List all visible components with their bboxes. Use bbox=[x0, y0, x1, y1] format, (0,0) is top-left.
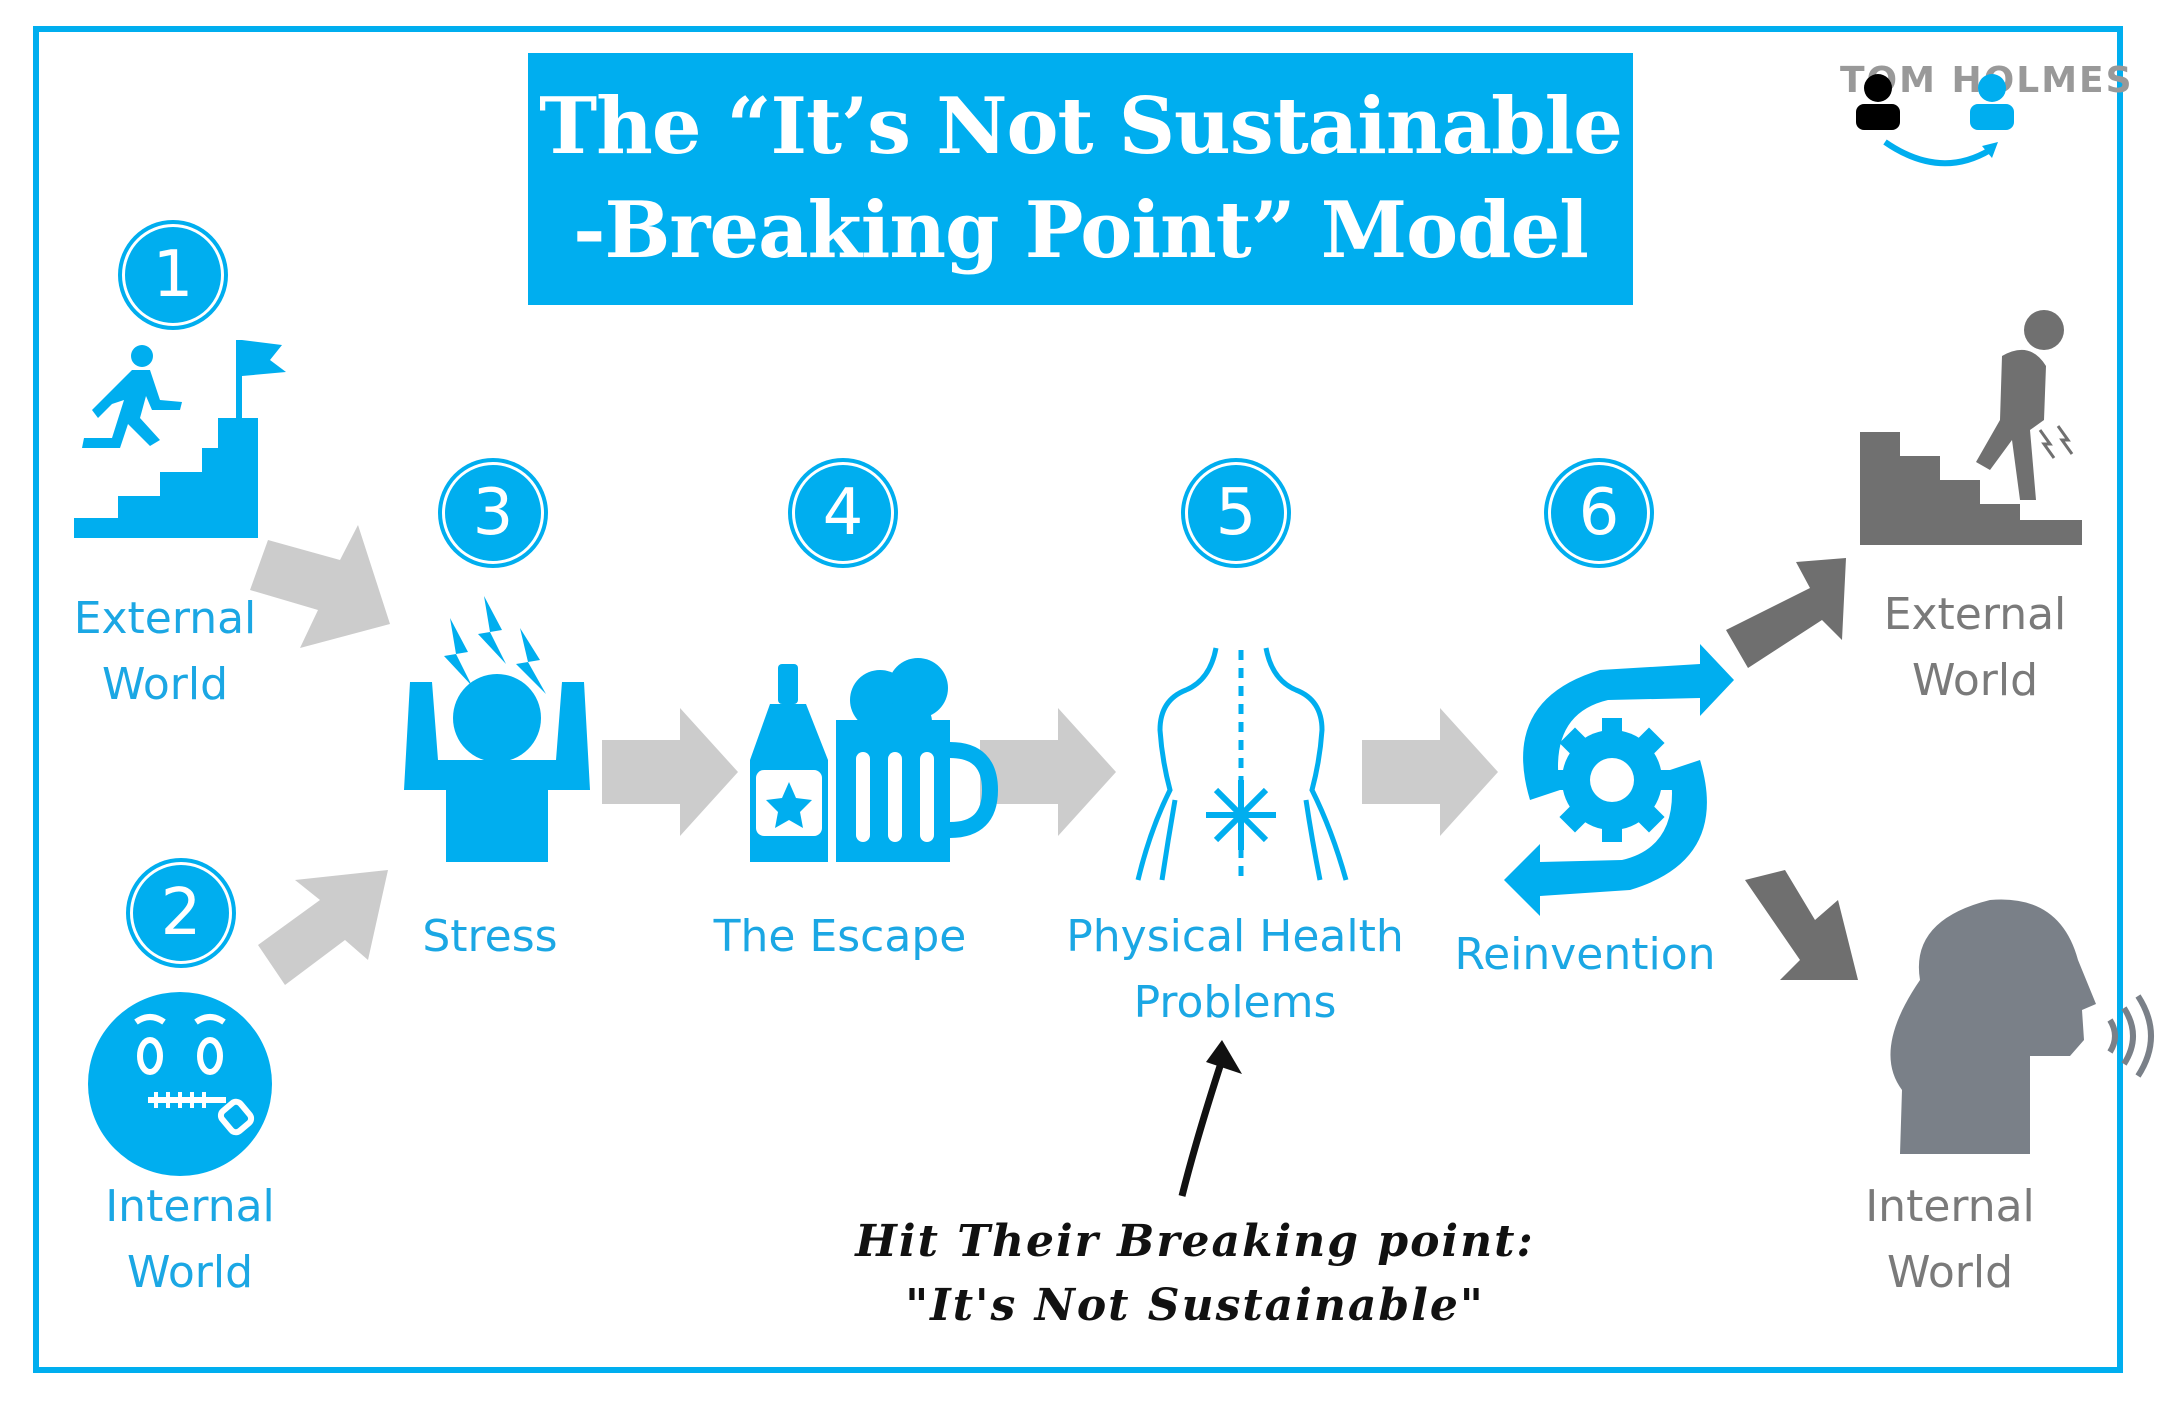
step-5-label-line-2: Problems bbox=[1133, 977, 1337, 1028]
step-3-badge: 3 bbox=[442, 462, 544, 564]
zipped-mouth-face-icon bbox=[88, 992, 272, 1176]
bottle-and-beer-icon bbox=[750, 658, 999, 862]
descending-stairs-icon bbox=[1860, 310, 2082, 545]
step-4-label: The Escape bbox=[713, 911, 967, 962]
step-6-label: Reinvention bbox=[1454, 929, 1716, 980]
step-1-badge: 1 bbox=[122, 224, 224, 326]
arrow-3-to-4 bbox=[602, 708, 738, 836]
stressed-person-icon bbox=[404, 596, 590, 862]
step-6-badge: 6 bbox=[1548, 462, 1650, 564]
annotation-line-2: "It's Not Sustainable" bbox=[905, 1280, 1485, 1331]
step-5-label-line-1: Physical Health bbox=[1066, 911, 1404, 962]
step-2-label: Internal World bbox=[85, 1174, 295, 1306]
speaking-head-icon bbox=[1890, 899, 2154, 1154]
outcome-external-label: External World bbox=[1870, 582, 2080, 714]
step-4-badge: 4 bbox=[792, 462, 894, 564]
step-1-label-line-2: World bbox=[101, 659, 229, 710]
outcome-internal-line-2: World bbox=[1886, 1247, 2014, 1298]
outcome-external-line-1: External bbox=[1883, 589, 2067, 640]
arrow-4-to-5 bbox=[980, 708, 1116, 836]
step-5-label: Physical Health Problems bbox=[1050, 904, 1420, 1036]
back-pain-icon bbox=[1135, 647, 1349, 881]
annotation-arrowhead bbox=[1206, 1040, 1242, 1074]
logo-people-icon bbox=[1856, 74, 2014, 167]
arrow-2-to-3 bbox=[258, 870, 388, 985]
title-line-1: The “It’s Not Sustainable bbox=[539, 81, 1623, 172]
step-5-badge: 5 bbox=[1185, 462, 1287, 564]
arrow-5-to-6 bbox=[1362, 708, 1498, 836]
outcome-internal-line-1: Internal bbox=[1865, 1181, 2035, 1232]
annotation-line-1: Hit Their Breaking point: bbox=[855, 1216, 1535, 1267]
arrow-6-to-internal bbox=[1745, 870, 1858, 980]
step-3-label: Stress bbox=[422, 911, 558, 962]
step-1-label-line-1: External bbox=[73, 593, 257, 644]
step-2-label-line-2: World bbox=[126, 1247, 254, 1298]
outcome-internal-label: Internal World bbox=[1845, 1174, 2055, 1306]
title-line-2: -Breaking Point” Model bbox=[573, 185, 1589, 276]
stairs-goal-icon bbox=[74, 340, 286, 538]
arrow-1-to-3 bbox=[250, 525, 390, 648]
step-1-label: External World bbox=[60, 586, 270, 718]
step-2-label-line-1: Internal bbox=[105, 1181, 275, 1232]
diagram-frame bbox=[33, 26, 2123, 1373]
arrow-6-to-external bbox=[1726, 558, 1846, 668]
step-2-badge: 2 bbox=[130, 862, 232, 964]
annotation-arrow bbox=[1178, 1058, 1226, 1197]
logo: TOM HOLMES bbox=[1830, 60, 2132, 180]
outcome-external-line-2: World bbox=[1911, 655, 2039, 706]
breaking-point-annotation: Hit Their Breaking point: "It's Not Sust… bbox=[780, 1210, 1610, 1338]
title-banner: The “It’s Not Sustainable -Breaking Poin… bbox=[528, 53, 1633, 305]
gear-cycle-icon bbox=[1504, 644, 1734, 916]
